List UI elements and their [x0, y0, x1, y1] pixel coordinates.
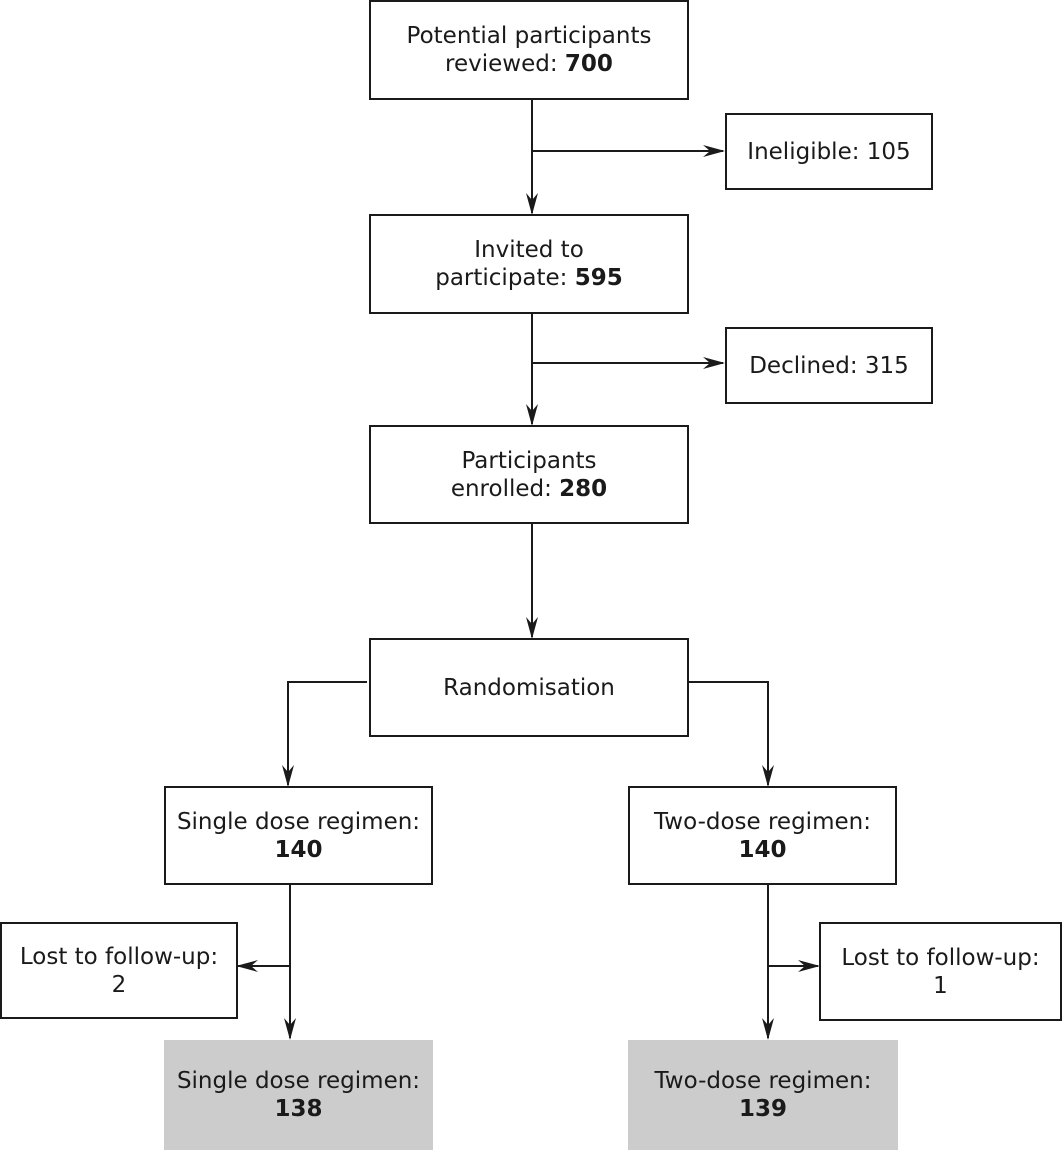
invited-box: Invited to participate: 595 [369, 214, 689, 314]
enrolled-count: 280 [559, 475, 608, 502]
lost-two-box: Lost to follow-up: 1 [819, 922, 1062, 1021]
final-single-box: Single dose regimen: 138 [164, 1040, 433, 1150]
arrow-randomisation-to-two [689, 681, 774, 787]
lost-two-label: Lost to follow-up: [841, 944, 1040, 971]
final-single-label: Single dose regimen: [176, 1068, 421, 1094]
invited-label: participate: [435, 265, 575, 291]
randomisation-box: Randomisation [369, 638, 689, 737]
reviewed-count: 700 [564, 51, 613, 77]
invited-line2: participate: 595 [435, 264, 623, 292]
two-dose-count: 140 [738, 836, 787, 863]
declined-box: Declined: 315 [725, 327, 933, 404]
lost-single-count: 2 [111, 971, 127, 998]
lost-two-count: 1 [933, 972, 948, 999]
final-single-count: 138 [274, 1096, 323, 1122]
ineligible-box: Ineligible: 105 [725, 113, 933, 190]
single-dose-box: Single dose regimen: 140 [164, 786, 433, 885]
enrolled-line2: enrolled: 280 [451, 475, 607, 503]
single-dose-count: 140 [274, 836, 323, 863]
two-dose-label: Two-dose regimen: [654, 808, 871, 835]
reviewed-line2: reviewed: 700 [445, 50, 613, 78]
ineligible-text: Ineligible: 105 [747, 138, 911, 165]
lost-single-label: Lost to follow-up: [19, 943, 219, 970]
final-two-count: 139 [738, 1096, 787, 1122]
invited-count: 595 [574, 265, 623, 291]
final-two-box: Two-dose regimen: 139 [628, 1040, 898, 1150]
enrolled-label: enrolled: [450, 475, 560, 502]
enrolled-box: Participants enrolled: 280 [369, 425, 689, 524]
invited-line1: Invited to [474, 237, 584, 263]
lost-single-box: Lost to follow-up: 2 [0, 922, 238, 1019]
enrolled-line1: Participants [461, 447, 597, 474]
final-two-label: Two-dose regimen: [654, 1068, 872, 1094]
two-dose-box: Two-dose regimen: 140 [628, 786, 897, 885]
single-dose-label: Single dose regimen: [176, 808, 421, 835]
randomisation-text: Randomisation [443, 674, 615, 701]
declined-text: Declined: 315 [749, 352, 909, 379]
arrow-randomisation-to-single [282, 681, 367, 787]
reviewed-label: reviewed: [445, 51, 565, 77]
reviewed-box: Potential participants reviewed: 700 [369, 0, 689, 100]
reviewed-line1: Potential participants [406, 23, 652, 49]
